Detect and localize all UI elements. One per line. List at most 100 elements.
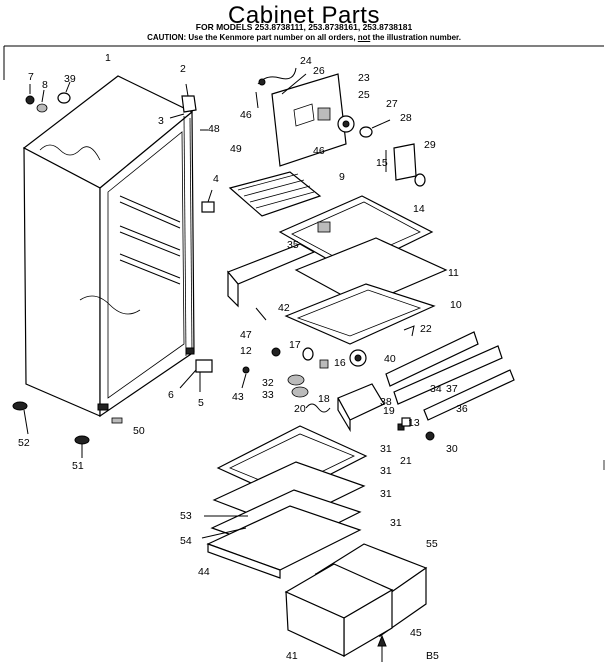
part-14-socket [414, 173, 426, 187]
part-10-crisper-cover [284, 283, 436, 345]
callout-30: 30 [446, 443, 458, 455]
callout-labels: 1 2 3 4 5 6 7 8 9 10 11 12 13 14 15 16 1… [18, 52, 468, 662]
part-47-rail [227, 243, 316, 308]
callout-19: 19 [383, 405, 395, 417]
callout-5: 5 [198, 397, 204, 409]
part-13-clip [401, 417, 411, 427]
callout-34: 34 [430, 383, 442, 395]
callout-4: 4 [213, 173, 219, 185]
callout-24: 24 [300, 55, 312, 67]
callout-36: 36 [456, 403, 468, 415]
part-27-damper [337, 115, 355, 133]
part-5-6-lower-hinge [179, 359, 213, 392]
callout-31b: 31 [380, 465, 392, 477]
callout-15: 15 [376, 157, 388, 169]
callout-31c: 31 [380, 488, 392, 500]
part-35-bracket [317, 221, 331, 233]
callout-46a: 46 [240, 109, 252, 121]
part-20-spring [305, 403, 331, 413]
part-22-clip [403, 325, 415, 337]
part-7-screw [25, 84, 35, 105]
callout-39: 39 [64, 73, 76, 85]
model-numbers: FOR MODELS 253.8738111, 253.8738161, 253… [195, 22, 413, 32]
part-25-control [317, 107, 331, 121]
callout-48: 48 [208, 123, 220, 135]
callout-32: 32 [262, 377, 274, 389]
callout-53: 53 [180, 510, 192, 522]
callout-40: 40 [384, 353, 396, 365]
part-51-leveler [74, 435, 90, 458]
callout-52: 52 [18, 437, 30, 449]
diagram-code: B5 [426, 650, 439, 662]
callout-55: 55 [426, 538, 438, 550]
callout-23: 23 [358, 72, 370, 84]
part-41-crisper-drawer [284, 563, 394, 658]
callout-6: 6 [168, 389, 174, 401]
callout-10: 10 [450, 299, 462, 311]
part-12-screw [271, 347, 281, 357]
part-30-fastener [425, 431, 435, 441]
part-23-control-cover [271, 73, 347, 167]
callout-28: 28 [400, 112, 412, 124]
part-21-nut [397, 423, 405, 431]
part-28-knob [359, 119, 391, 138]
callout-8: 8 [42, 79, 48, 91]
leader-26 [281, 73, 307, 95]
caution-note: CAUTION: Use the Kenmore part number on … [0, 33, 608, 42]
callout-1: 1 [105, 52, 111, 64]
callout-20: 20 [294, 403, 306, 415]
part-44-crisper-cover [206, 505, 362, 579]
caution-text-end: the illustration number. [372, 33, 461, 42]
callout-41: 41 [286, 650, 298, 662]
callout-37: 37 [446, 383, 458, 395]
part-16-socket [319, 359, 329, 369]
callout-49: 49 [230, 143, 242, 155]
callout-35: 35 [287, 239, 299, 251]
callout-51: 51 [72, 460, 84, 472]
callout-11: 11 [448, 267, 459, 279]
callout-22: 22 [420, 323, 432, 335]
callout-42: 42 [278, 302, 290, 314]
callout-17: 17 [289, 339, 301, 351]
callout-2: 2 [180, 63, 186, 75]
caution-emphasis: not [357, 33, 371, 42]
caution-text: CAUTION: Use the Kenmore part number on … [147, 33, 356, 42]
cabinet-shell [22, 75, 195, 418]
callout-31a: 31 [380, 443, 392, 455]
page-title: Cabinet Parts [228, 2, 380, 29]
part-40-thermostat [349, 349, 367, 367]
part-34-rail [393, 345, 503, 405]
part-37-rail [385, 331, 479, 387]
leader-3 [169, 113, 185, 119]
leader-46a [255, 91, 259, 109]
callout-18: 18 [318, 393, 330, 405]
callout-21: 21 [400, 455, 412, 467]
leader-54 [201, 527, 247, 539]
callout-47: 47 [240, 329, 252, 341]
part-2-hinge [181, 83, 197, 113]
callout-7: 7 [28, 71, 34, 83]
callout-26: 26 [313, 65, 325, 77]
callout-45: 45 [410, 627, 422, 639]
part-17-bulb [302, 347, 314, 361]
callout-33: 33 [262, 389, 274, 401]
part-50-spacer [111, 417, 123, 424]
callout-9: 9 [339, 171, 345, 183]
part-29-switch-bracket [385, 143, 417, 181]
part-36-rail [423, 369, 515, 421]
callout-16: 16 [334, 357, 346, 369]
callout-12: 12 [240, 345, 252, 357]
callout-14: 14 [413, 203, 425, 215]
part-24-wire-harness [257, 67, 297, 86]
part-43-screw [241, 366, 250, 389]
callout-46b: 46 [313, 145, 325, 157]
part-49-wire-shelf [228, 171, 322, 217]
callout-31d: 31 [390, 517, 402, 529]
callout-13: 13 [408, 417, 420, 429]
part-39-cap [57, 81, 71, 104]
part-8-clip [36, 89, 48, 113]
callout-43: 43 [232, 391, 244, 403]
callout-29: 29 [424, 139, 436, 151]
callout-54: 54 [180, 535, 192, 547]
